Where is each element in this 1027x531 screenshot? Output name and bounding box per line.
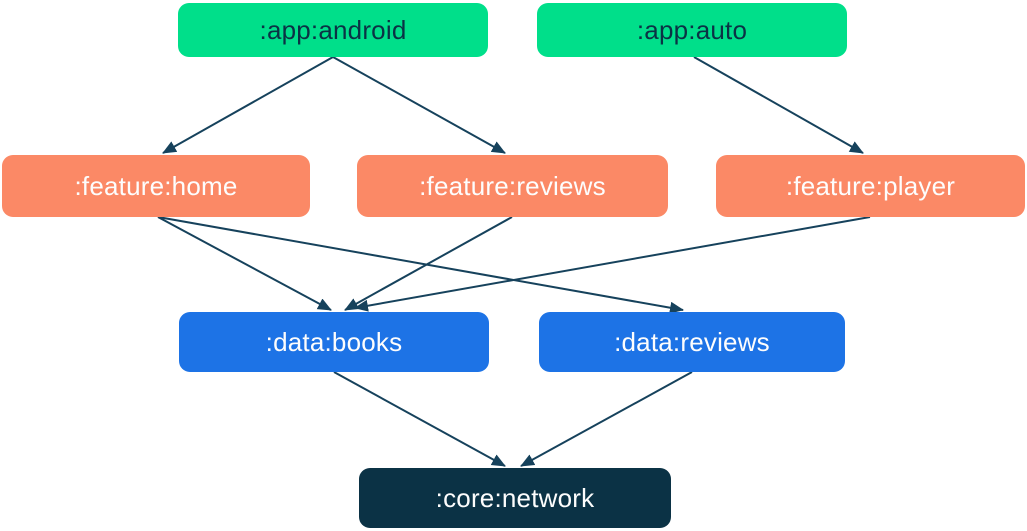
edge-feature-reviews-to-data-books [344,216,513,311]
node-label-feature-reviews: :feature:reviews [419,170,606,201]
node-label-feature-home: :feature:home [74,170,238,201]
node-app-auto: :app:auto [537,3,847,57]
node-label-data-reviews: :data:reviews [614,326,770,357]
edge-app-android-to-feature-reviews [332,56,506,154]
node-label-app-auto: :app:auto [636,14,748,45]
edge-data-reviews-to-core-network [520,371,693,467]
node-label-data-books: :data:books [265,326,403,357]
node-label-app-android: :app:android [259,14,407,45]
node-feature-home: :feature:home [2,155,310,217]
edge-feature-home-to-data-books [157,216,332,311]
edge-data-books-to-core-network [333,371,506,467]
node-label-feature-player: :feature:player [785,170,956,201]
edge-group [157,56,871,467]
node-label-core-network: :core:network [435,482,595,513]
node-data-reviews: :data:reviews [539,312,845,372]
edge-feature-player-to-data-books [354,216,871,312]
node-app-android: :app:android [178,3,488,57]
edge-feature-home-to-data-reviews [157,216,684,314]
node-core-network: :core:network [359,468,671,528]
edge-app-android-to-feature-home [162,56,334,154]
edge-app-auto-to-feature-player [693,56,864,154]
node-feature-player: :feature:player [716,155,1025,217]
node-feature-reviews: :feature:reviews [357,155,668,217]
node-data-books: :data:books [179,312,489,372]
